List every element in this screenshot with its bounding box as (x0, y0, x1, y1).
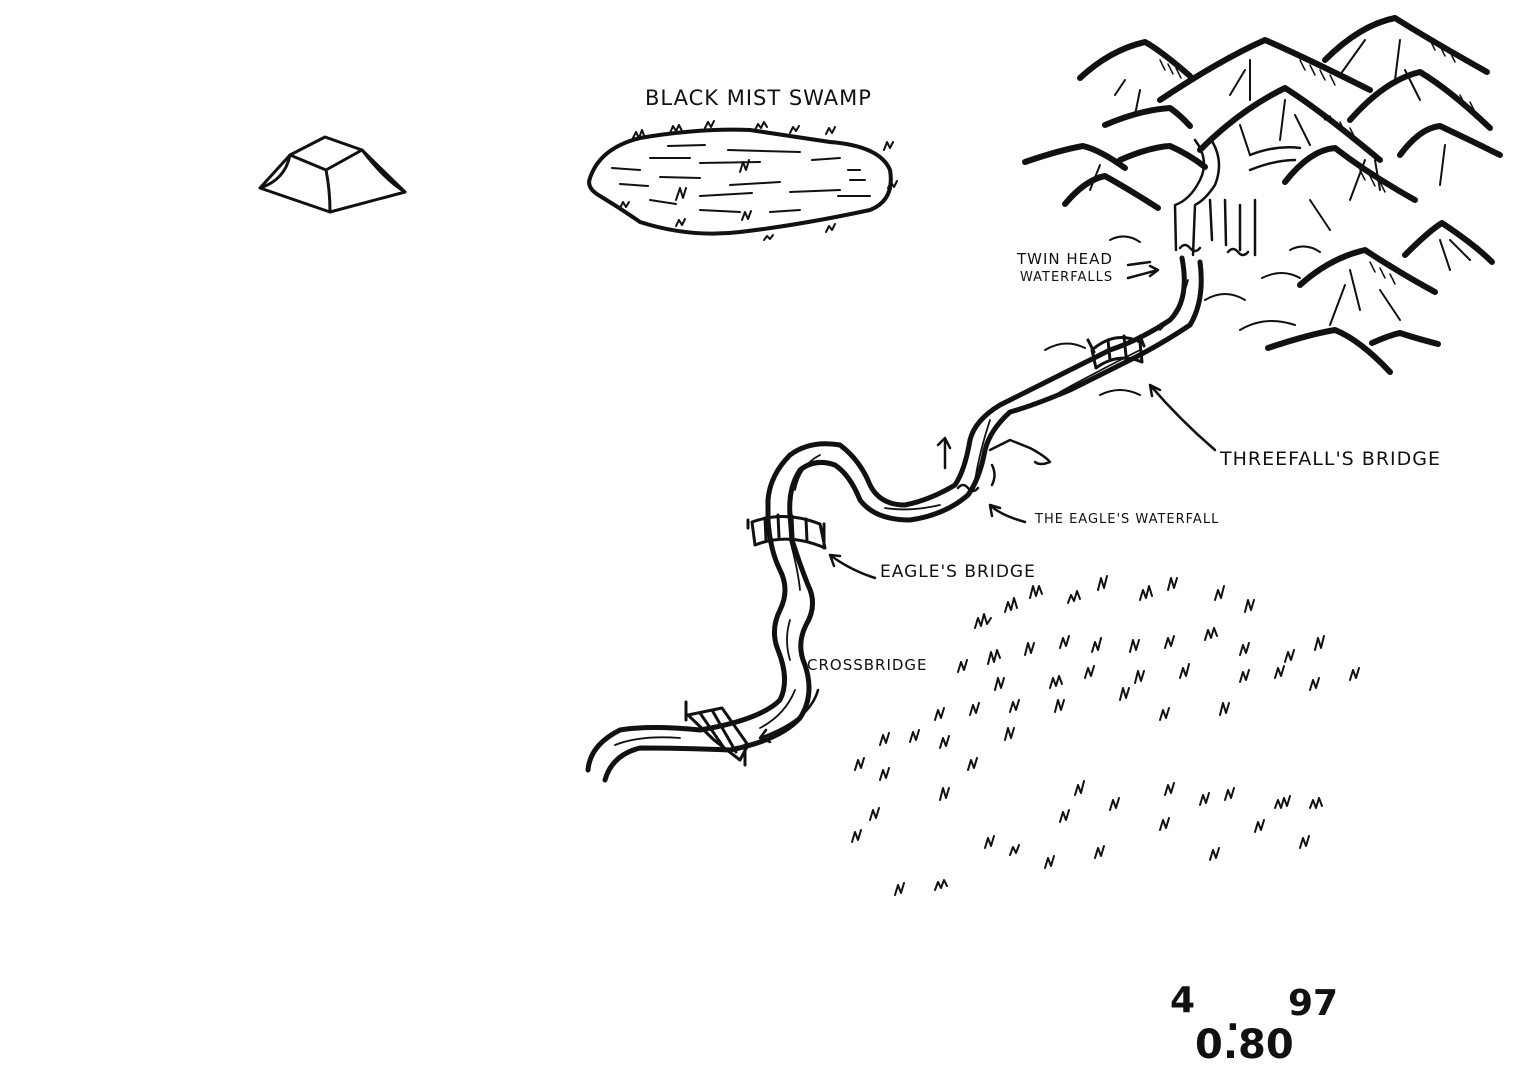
river-icon (585, 255, 1204, 783)
twin-head-label-line1: Twin Head (1017, 250, 1113, 268)
scale-bottom: 0.80 (1195, 1022, 1294, 1068)
crossbridge-icon (684, 700, 750, 767)
eagles-bridge-label: Eagle's Bridge (880, 562, 1036, 582)
grassland-icon (851, 575, 1360, 896)
eagles-waterfall-label: The Eagle's Waterfall (1035, 512, 1220, 527)
crossbridge-label: Crossbridge (807, 656, 928, 674)
threefalls-bridge-label: Threefall's Bridge (1220, 448, 1441, 470)
scale-top-dot: . (1226, 998, 1240, 1039)
pyramid-icon (258, 135, 407, 214)
label-arrows (758, 260, 1217, 744)
mountain-range-icon (1022, 15, 1503, 396)
eagles-waterfall-icon (936, 436, 1052, 493)
scale-top-left: 4 (1170, 980, 1196, 1021)
scale-top-right: 97 (1288, 983, 1339, 1024)
twin-waterfalls-icon (1173, 136, 1302, 257)
twin-head-label-line2: Waterfalls (1020, 270, 1114, 285)
swamp-icon (587, 120, 898, 241)
swamp-label: Black Mist Swamp (645, 86, 872, 110)
eagles-bridge-icon (746, 513, 827, 550)
threefalls-bridge-icon (1086, 334, 1146, 370)
